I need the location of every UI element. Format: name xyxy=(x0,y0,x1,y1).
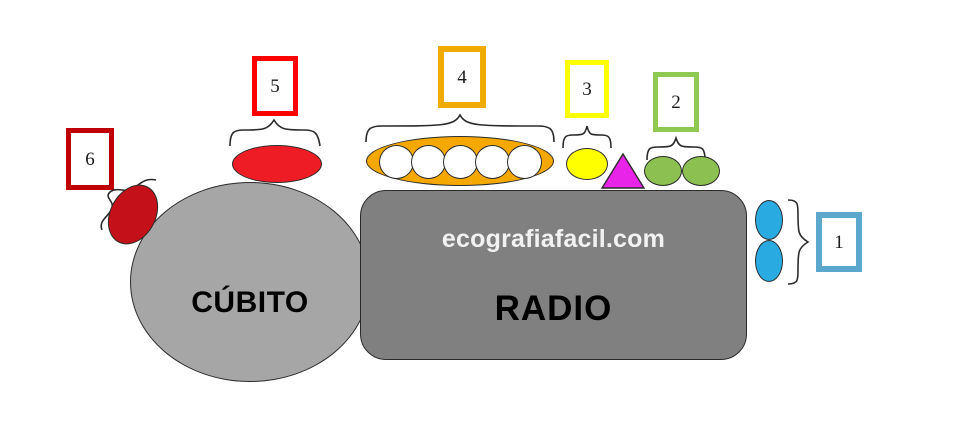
callout-number-4: 4 xyxy=(457,66,467,88)
callout-box-3[interactable]: 3 xyxy=(565,60,609,118)
fascicle xyxy=(507,145,542,179)
bone-ulna-label: CÚBITO xyxy=(191,286,309,319)
fascicle xyxy=(411,145,446,179)
callout-box-1[interactable]: 1 xyxy=(816,212,862,272)
callout-box-6[interactable]: 6 xyxy=(66,128,114,190)
structure-1-ellipse-bottom xyxy=(755,240,783,282)
structure-triangle xyxy=(600,152,646,189)
fascicle xyxy=(475,145,510,179)
brace-2 xyxy=(646,135,706,161)
callout-number-1: 1 xyxy=(834,231,844,253)
callout-box-4[interactable]: 4 xyxy=(438,46,486,108)
callout-box-5[interactable]: 5 xyxy=(252,56,298,116)
callout-number-6: 6 xyxy=(85,148,95,170)
structure-3-ellipse xyxy=(566,148,608,180)
callout-number-3: 3 xyxy=(582,78,592,100)
callout-number-2: 2 xyxy=(671,91,681,113)
bone-radius: ecografiafacil.com RADIO xyxy=(360,190,747,360)
brace-1 xyxy=(787,199,810,285)
structure-2-ellipse-right xyxy=(682,156,720,186)
structure-2-ellipse-left xyxy=(644,156,682,186)
fascicle xyxy=(443,145,478,179)
structure-1-ellipse-top xyxy=(755,200,783,240)
brace-5 xyxy=(229,118,321,147)
brace-4 xyxy=(365,113,555,143)
bone-radius-label: RADIO xyxy=(494,289,613,328)
callout-box-2[interactable]: 2 xyxy=(653,72,699,132)
brace-3 xyxy=(562,125,612,149)
bone-ulna: CÚBITO xyxy=(130,182,370,382)
structure-4-tendon-group xyxy=(366,136,554,186)
fascicle xyxy=(379,145,414,179)
callout-number-5: 5 xyxy=(270,75,280,97)
site-watermark: ecografiafacil.com xyxy=(441,225,666,253)
structure-5-ellipse xyxy=(232,145,322,183)
